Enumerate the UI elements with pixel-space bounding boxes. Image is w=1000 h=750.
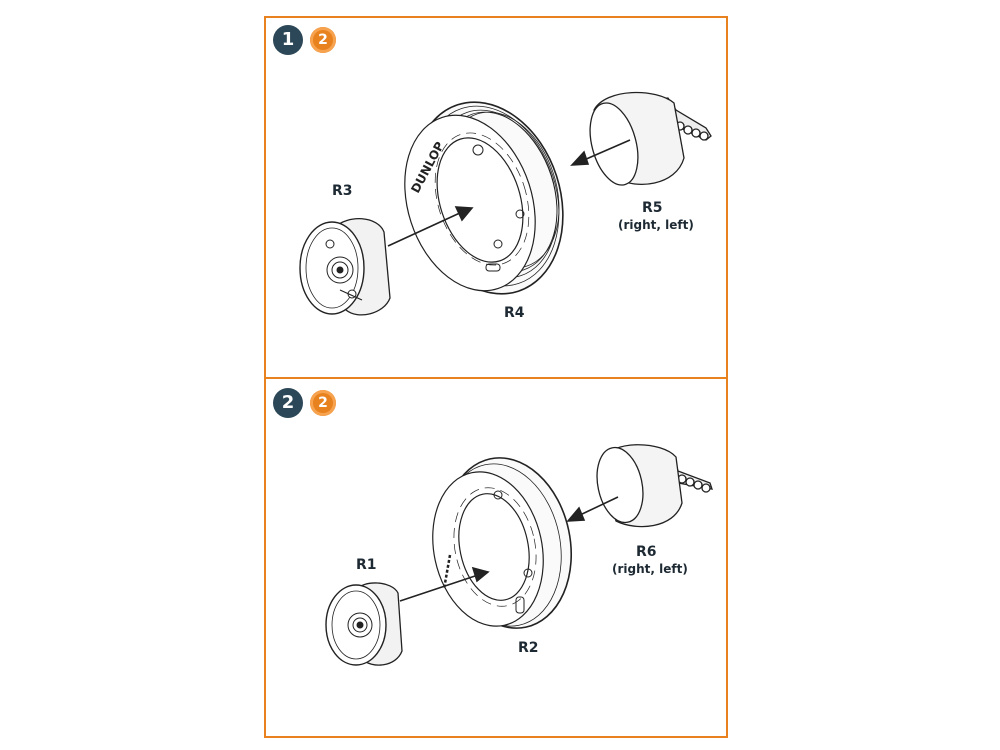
tire-part	[432, 457, 573, 629]
step-2-panel: 2 2	[264, 377, 728, 738]
tire-part	[404, 101, 564, 295]
step-1-panel: 1 2 DUNLOP	[264, 16, 728, 379]
hub-part	[325, 582, 403, 666]
hub-label: R3	[332, 183, 353, 199]
arrow-icon	[387, 139, 631, 247]
cover-note: (right, left)	[618, 218, 694, 232]
cover-part	[596, 444, 713, 528]
step-1-drawing: DUNLOP	[299, 91, 712, 316]
step-number-icon: 1	[273, 25, 303, 55]
cover-label: R6	[636, 544, 657, 560]
step-2-drawing	[325, 444, 713, 666]
cover-part	[589, 91, 712, 186]
step-number-icon: 2	[273, 388, 303, 418]
paint-badge-icon: 2	[310, 27, 336, 53]
hub-part	[299, 217, 391, 316]
tire-label: R4	[504, 305, 525, 321]
cover-note: (right, left)	[612, 562, 688, 576]
tire-label: R2	[518, 640, 539, 656]
arrow-icon	[399, 496, 619, 602]
paint-badge-icon: 2	[310, 390, 336, 416]
cover-label: R5	[642, 200, 663, 216]
hub-label: R1	[356, 557, 377, 573]
